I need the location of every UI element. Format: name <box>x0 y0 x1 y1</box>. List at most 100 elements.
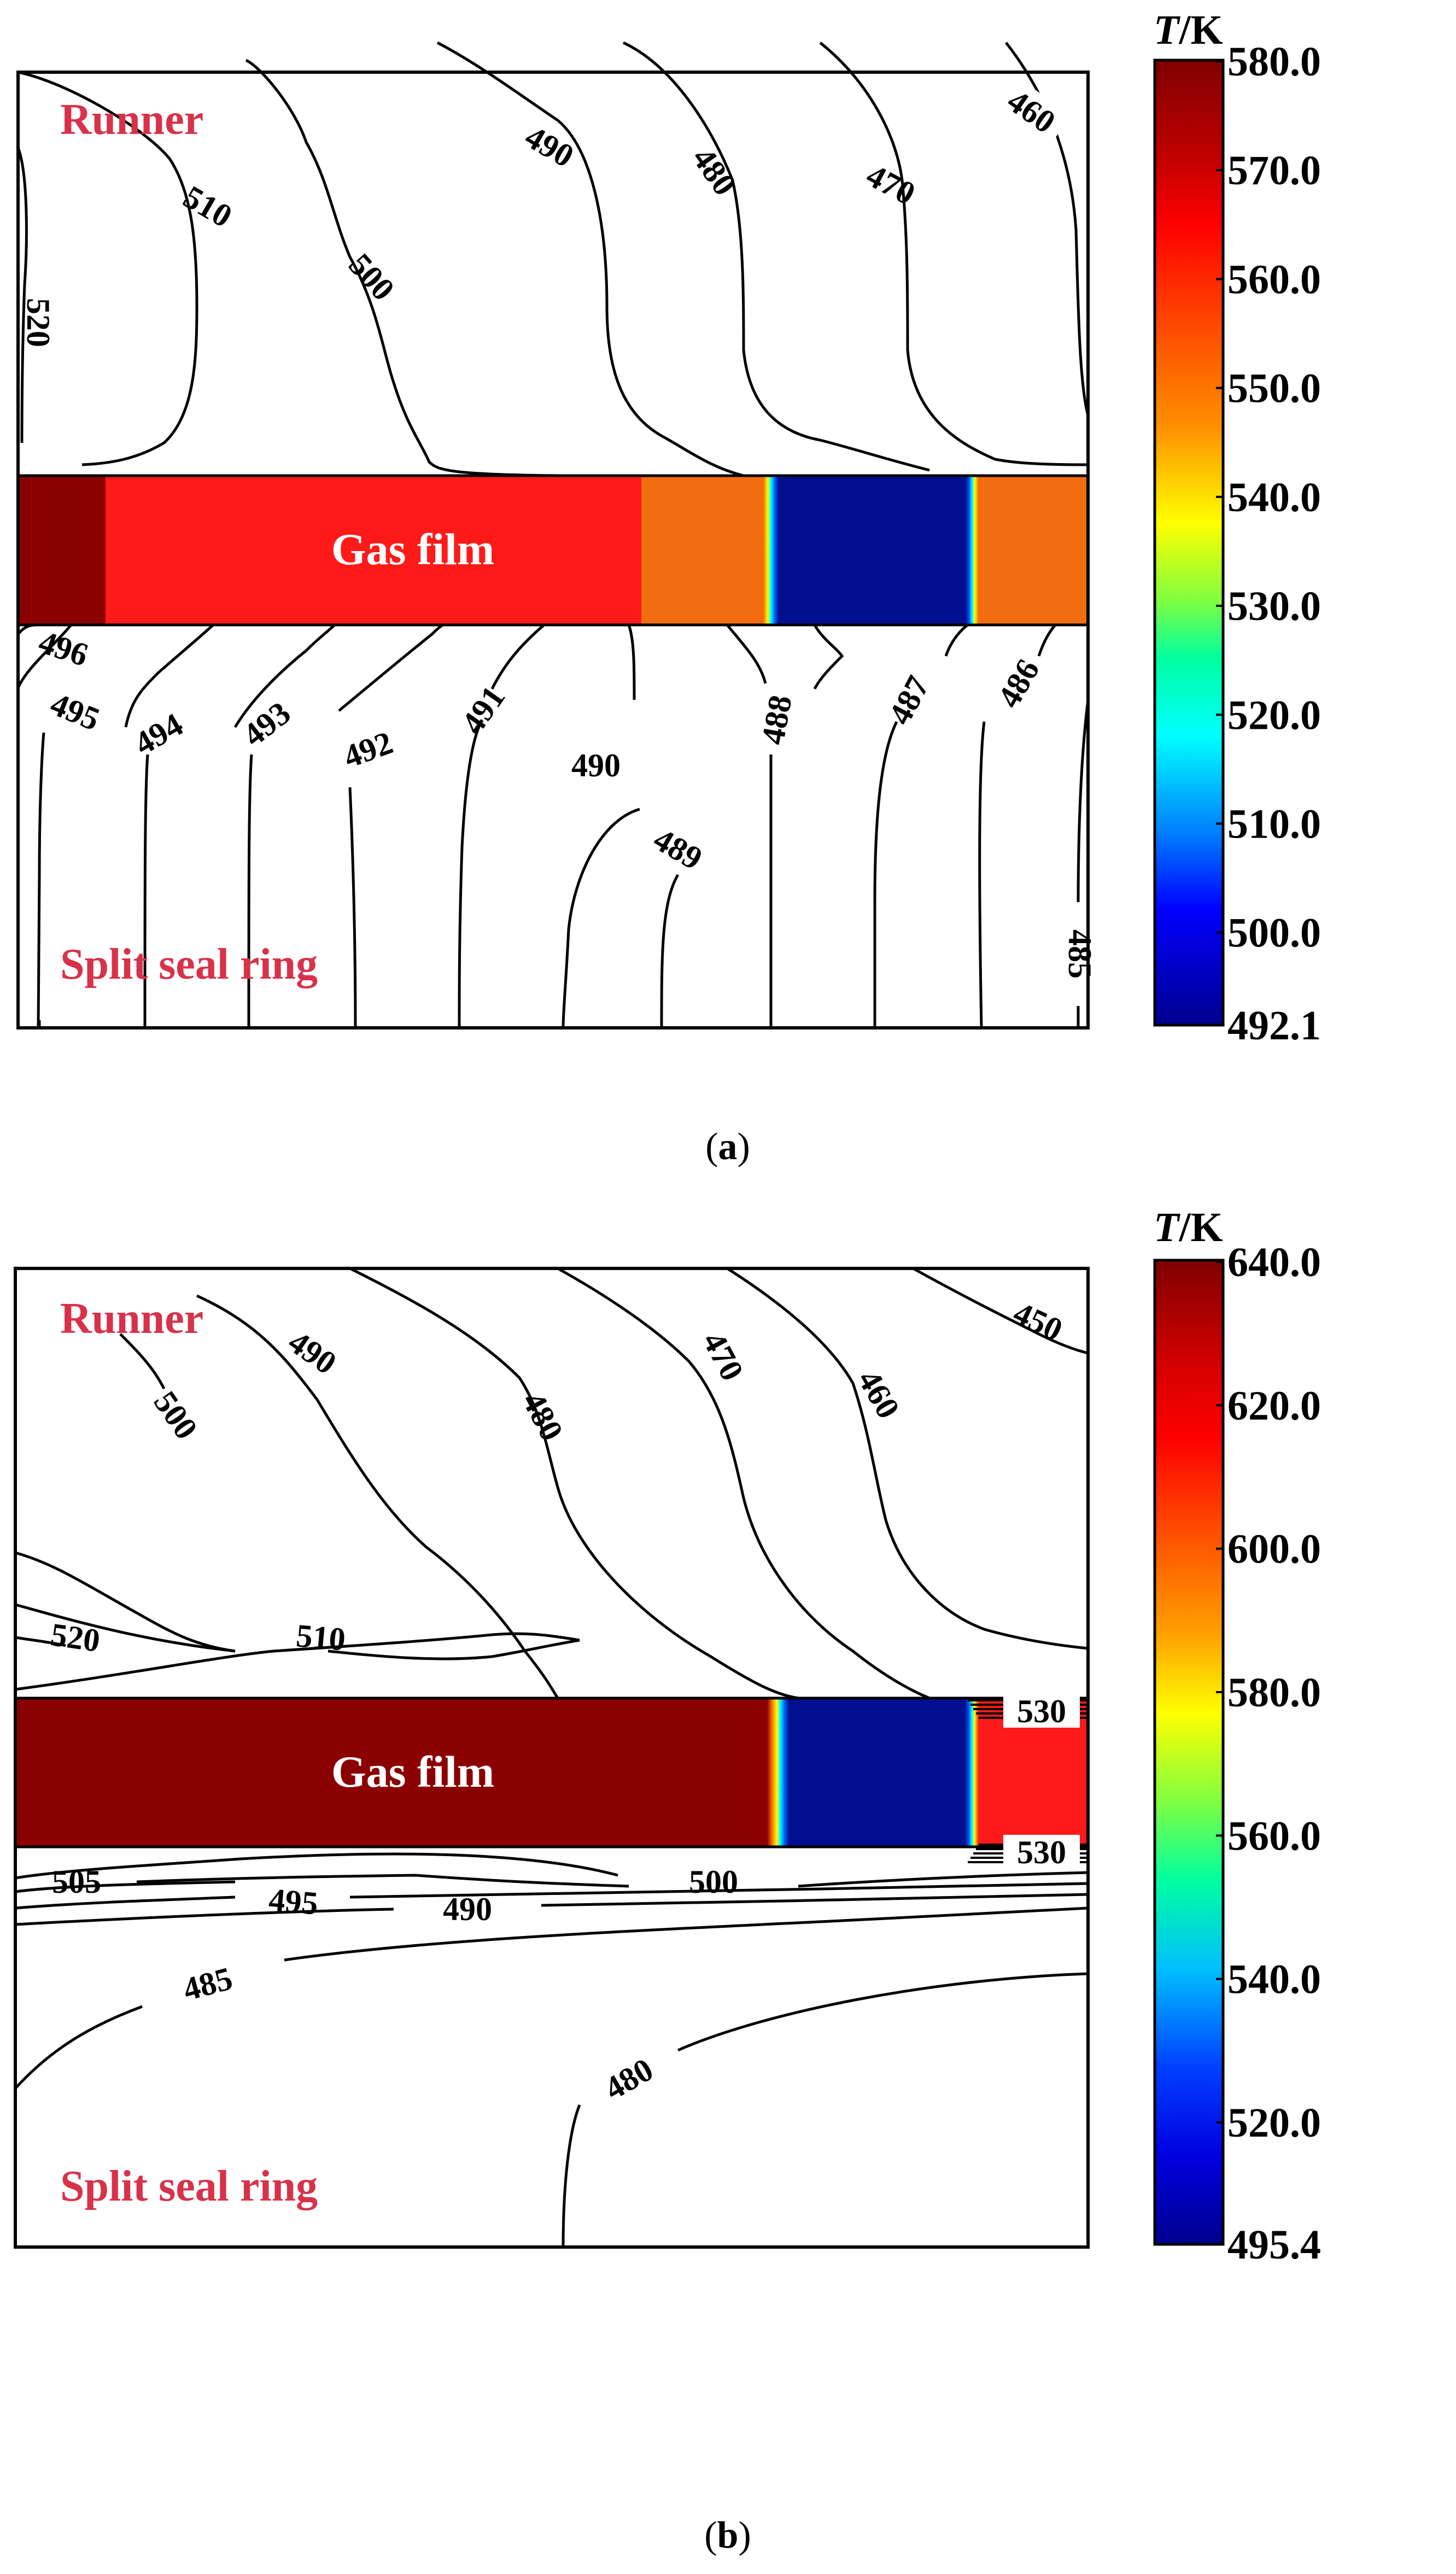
contour-line <box>15 1896 236 1910</box>
contour-line <box>136 1874 629 1888</box>
contour-line <box>15 1551 236 1653</box>
region-label-runner: Runner <box>60 1295 203 1343</box>
colorbar-unit: T/K <box>1154 7 1223 53</box>
contour-label: 505 <box>52 1864 101 1900</box>
contour-line <box>143 754 149 1028</box>
caption-close: ) <box>738 1126 750 1168</box>
colorbar-a: T/K 580.0570.0560.0550.0540.0530.0520.05… <box>1153 7 1321 1049</box>
contour-line <box>660 874 680 1028</box>
panel-caption-a: (a) <box>705 1126 750 1168</box>
contour-label: 450 <box>1008 1295 1068 1348</box>
contour-line <box>196 1294 559 1699</box>
contour-line <box>15 1636 66 1647</box>
colorbar-unit-symbol: T <box>1154 1204 1180 1250</box>
colorbar-tick-label: 500.0 <box>1227 910 1321 956</box>
contour-line <box>349 1267 799 1700</box>
region-label-runner: Runner <box>60 96 203 144</box>
caption-open: ( <box>704 2514 717 2557</box>
ring-contours-a <box>16 623 1090 1028</box>
film-segment <box>979 476 1088 625</box>
runner-contours-a <box>16 41 1090 477</box>
contour-line <box>677 1972 1089 2052</box>
contour-label: 500 <box>147 1385 205 1446</box>
contour-label: 530 <box>1017 1834 1066 1870</box>
contour-line <box>14 2005 143 2090</box>
film-transition <box>763 476 779 625</box>
colorbar-tick-label: 620.0 <box>1227 1383 1321 1429</box>
contour-line <box>798 1871 1089 1888</box>
contour-label: 500 <box>689 1864 738 1900</box>
contour-label: 470 <box>861 157 921 212</box>
contour-label: 487 <box>881 670 937 730</box>
colorbar-tick-label: 560.0 <box>1227 1813 1321 1859</box>
contour-line <box>562 808 640 1028</box>
contour-line <box>1037 624 1056 657</box>
colorbar-unit-suffix: /K <box>1178 1204 1223 1250</box>
contour-label: 493 <box>236 695 297 753</box>
film-transition <box>965 1698 979 1847</box>
contour-line <box>873 721 898 1028</box>
caption-letter: a <box>718 1126 738 1168</box>
colorbar-ticks: 580.0570.0560.0550.0540.0530.0520.0510.0… <box>1216 39 1321 1049</box>
gas-film-label: Gas film <box>331 524 494 574</box>
panel-a: Runner Split seal ring Gas film 520 510 … <box>16 7 1321 1168</box>
contour-line <box>436 41 744 477</box>
colorbar-tick-label: 520.0 <box>1227 692 1321 738</box>
film-transition <box>966 476 979 625</box>
colorbar-tick-label: 640.0 <box>1227 1239 1321 1285</box>
contour-line <box>245 58 561 477</box>
contour-line <box>978 721 986 1028</box>
contour-line <box>622 41 930 472</box>
contour-line <box>16 624 72 689</box>
colorbar-gradient <box>1153 1259 1225 2246</box>
gas-film-label: Gas film <box>331 1747 494 1797</box>
colorbar-tick-label: 510.0 <box>1227 801 1321 847</box>
contour-line <box>15 1880 236 1893</box>
gas-film-band-b <box>15 1694 1088 1869</box>
contour-label: 495 <box>267 1881 319 1922</box>
colorbar-tick-label: 520.0 <box>1227 2100 1321 2146</box>
film-segment <box>641 476 763 625</box>
contour-label: 480 <box>515 1386 570 1446</box>
contour-line <box>16 147 28 443</box>
bottom-axis-ticks-a <box>38 1020 357 1028</box>
contour-line <box>819 42 1089 466</box>
contour-label: 470 <box>695 1326 751 1386</box>
panel-b: Runner Split seal ring Gas film 450 460 … <box>14 1204 1321 2557</box>
contour-line <box>813 624 844 690</box>
caption-close: ) <box>738 2514 751 2557</box>
contour-line <box>1077 699 1090 903</box>
contour-line <box>349 1882 1089 1899</box>
contour-line <box>627 624 636 700</box>
contour-line <box>124 624 214 728</box>
contour-line <box>490 624 545 690</box>
panel-caption-b: (b) <box>704 2514 751 2557</box>
contour-labels-ring-a: 496 495 494 493 492 491 490 489 488 487 … <box>34 624 1098 979</box>
contour-line <box>15 1908 394 1926</box>
caption-open: ( <box>705 1126 718 1168</box>
contour-line <box>119 1333 166 1390</box>
contour-line <box>247 754 253 1028</box>
contour-label: 520 <box>49 1616 102 1659</box>
colorbar-unit-suffix: /K <box>1178 7 1223 53</box>
colorbar-gradient <box>1153 58 1225 1027</box>
contour-label: 485 <box>1062 929 1098 979</box>
colorbar-unit: T/K <box>1154 1204 1223 1250</box>
film-segment <box>779 476 966 625</box>
contour-line <box>557 1267 930 1700</box>
contour-line <box>328 1639 580 1660</box>
contour-label: 490 <box>443 1891 492 1927</box>
gas-film-band-a <box>18 474 1088 627</box>
film-segment <box>15 1698 767 1847</box>
contour-line <box>17 71 198 466</box>
contour-label-bg <box>979 68 1072 151</box>
colorbar-tick-label: 530.0 <box>1227 583 1321 629</box>
contour-line <box>562 2104 581 2248</box>
runner-contours-b <box>15 1267 1089 1700</box>
contour-line <box>458 721 483 1028</box>
contour-line <box>912 1267 1089 1355</box>
contour-label: 490 <box>519 119 580 174</box>
colorbar-tick-label: 580.0 <box>1227 1670 1321 1716</box>
contour-line <box>15 1852 618 1880</box>
